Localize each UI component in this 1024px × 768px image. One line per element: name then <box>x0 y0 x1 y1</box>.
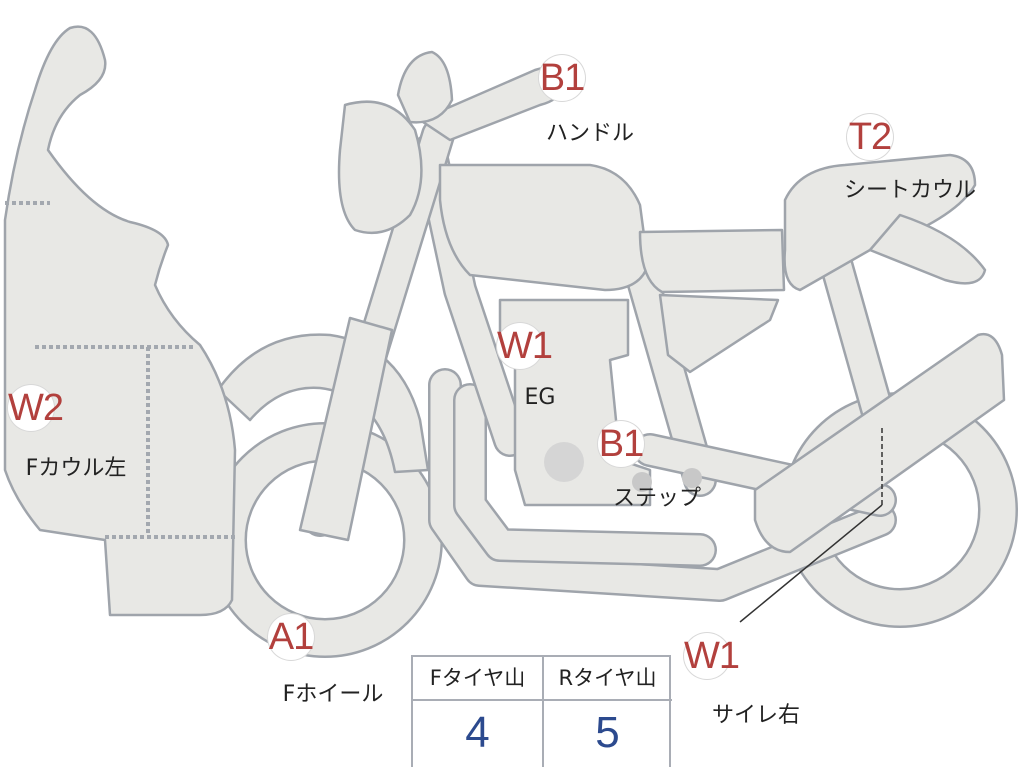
part-label-engine: EG <box>524 385 556 410</box>
part-code-front-wheel: A1 <box>268 614 314 660</box>
front-cowl-shape <box>3 25 237 617</box>
front-tire-value: 4 <box>465 708 490 757</box>
front-tire-column: Fタイヤ山 4 <box>413 657 544 767</box>
part-label-handle: ハンドル <box>545 121 635 146</box>
front-tire-header: Fタイヤ山 <box>413 657 542 701</box>
part-code-front-cowl-left: W2 <box>8 385 64 431</box>
fuel-tank <box>438 163 650 292</box>
part-code-engine: W1 <box>497 323 553 369</box>
part-label-step: ステップ <box>612 486 702 511</box>
headlight <box>337 100 423 235</box>
seat-cowl-shape <box>783 153 977 292</box>
part-label-muffler-right: サイレ右 <box>711 703 801 728</box>
muffler-shape <box>753 332 1006 554</box>
seat <box>638 228 786 294</box>
part-label-front-cowl-left: Fカウル左 <box>25 456 127 481</box>
rear-tire-column: Rタイヤ山 5 <box>543 657 672 767</box>
tire-tread-table: Fタイヤ山 4 Rタイヤ山 5 <box>411 655 672 767</box>
part-code-seat-cowl: T2 <box>847 114 893 160</box>
part-code-handle: B1 <box>539 55 585 101</box>
part-code-muffler-right: W1 <box>684 633 740 679</box>
part-label-front-wheel: Fホイール <box>282 682 384 707</box>
rear-tire-header: Rタイヤ山 <box>543 657 672 701</box>
part-code-step: B1 <box>598 421 644 467</box>
rear-tire-value: 5 <box>595 708 620 757</box>
part-label-seat-cowl: シートカウル <box>843 178 977 203</box>
